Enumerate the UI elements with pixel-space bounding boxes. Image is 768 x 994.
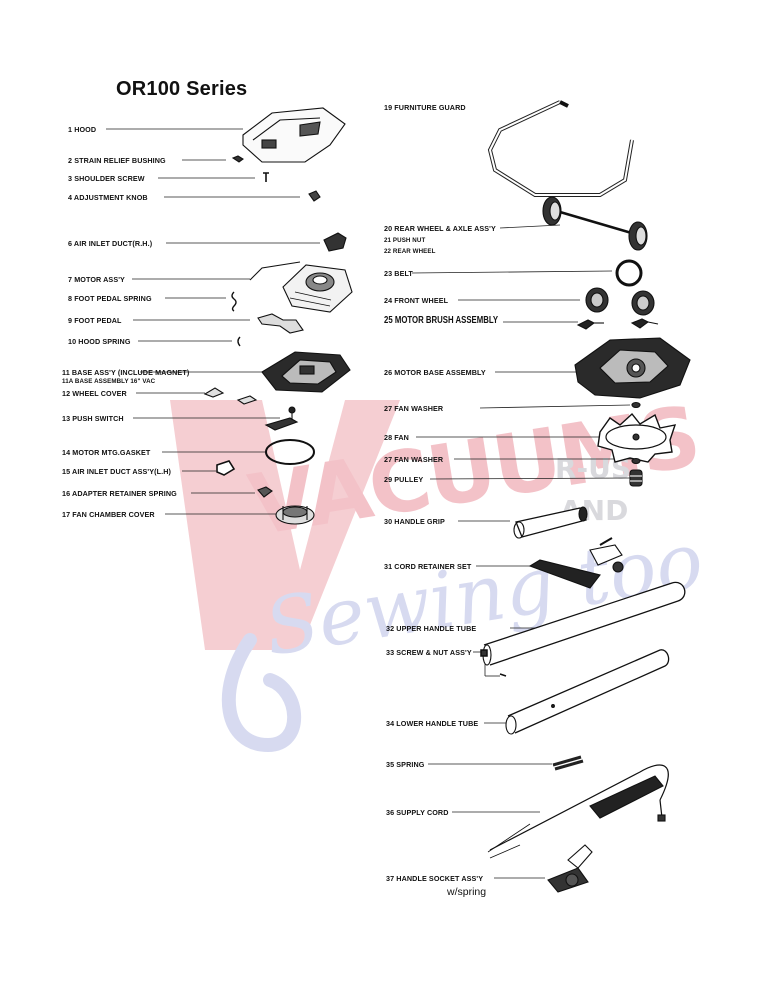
part-label: 15 AIR INLET DUCT ASS'Y(L.H) <box>62 467 171 476</box>
part-label: 29 PULLEY <box>384 475 424 484</box>
part-label: 16 ADAPTER RETAINER SPRING <box>62 489 177 498</box>
part-label: 30 HANDLE GRIP <box>384 517 445 526</box>
shoulder-screw-part <box>263 172 269 182</box>
hood-spring-part <box>237 336 241 347</box>
left-leaders <box>106 128 320 515</box>
fan-washer-part-2 <box>631 457 641 465</box>
part-label: 27 FAN WASHER <box>384 455 444 464</box>
part-label: 25 MOTOR BRUSH ASSEMBLY <box>384 315 499 326</box>
motor-base-part <box>574 337 691 399</box>
part-label: 22 REAR WHEEL <box>384 248 436 255</box>
part-label: 3 SHOULDER SCREW <box>68 174 145 183</box>
left-part-drawings <box>203 107 353 525</box>
part-label: 34 LOWER HANDLE TUBE <box>386 719 479 728</box>
part-label: 11A BASE ASSEMBLY 16" VAC <box>62 378 156 385</box>
supply-cord-part <box>487 764 669 859</box>
fan-washer-part <box>631 401 641 409</box>
adapter-retainer-spring-part <box>257 486 273 498</box>
part-label: 17 FAN CHAMBER COVER <box>62 510 155 519</box>
part-label: 36 SUPPLY CORD <box>386 808 449 817</box>
fan-chamber-cover-part <box>275 505 315 525</box>
rear-wheel-axle-part <box>542 196 648 251</box>
part-label: 14 MOTOR MTG.GASKET <box>62 448 151 457</box>
handle-socket-part <box>547 844 593 893</box>
right-part-drawings <box>480 100 691 893</box>
part-label: 9 FOOT PEDAL <box>68 316 122 325</box>
part-label: 7 MOTOR ASS'Y <box>68 275 125 284</box>
part-label: 23 BELT <box>384 269 413 278</box>
part-label: 28 FAN <box>384 433 409 442</box>
adjustment-knob-part <box>308 190 321 202</box>
right-leaders <box>411 224 632 879</box>
part-label: 35 SPRING <box>386 760 425 769</box>
part-label: 13 PUSH SWITCH <box>62 414 124 423</box>
fan-part <box>597 412 677 463</box>
air-inlet-duct-lh-part <box>216 460 236 476</box>
push-switch-part <box>264 406 299 431</box>
part-label: 33 SCREW & NUT ASS'Y <box>386 648 472 657</box>
base-assy-part <box>261 351 351 393</box>
diagram-title: OR100 Series <box>116 78 248 100</box>
part-label: 20 REAR WHEEL & AXLE ASS'Y <box>384 224 496 233</box>
part-label: 27 FAN WASHER <box>384 404 444 413</box>
part-label: 2 STRAIN RELIEF BUSHING <box>68 156 166 165</box>
screw-nut-part <box>480 649 507 677</box>
foot-pedal-spring-part <box>231 291 237 312</box>
front-wheel-part <box>585 287 655 316</box>
part-label: 8 FOOT PEDAL SPRING <box>68 294 152 303</box>
part-label: 32 UPPER HANDLE TUBE <box>386 624 477 633</box>
cord-retainer-part <box>528 537 624 589</box>
part-label: 37 HANDLE SOCKET ASS'Y <box>386 874 484 883</box>
foot-pedal-part <box>257 313 304 334</box>
part-label: 1 HOOD <box>68 125 97 134</box>
motor-brush-part <box>576 318 659 330</box>
furniture-guard-part <box>487 100 634 197</box>
air-inlet-duct-rh-part <box>323 232 347 252</box>
motor-assy-part <box>249 261 353 313</box>
watermark-swash <box>221 633 302 753</box>
footnote: w/spring <box>447 886 487 898</box>
lower-handle-tube-part <box>505 649 670 735</box>
wheel-cover-part <box>203 387 225 398</box>
wheel-cover-part-2 <box>236 395 258 405</box>
spring-part <box>552 755 584 771</box>
part-label: 4 ADJUSTMENT KNOB <box>68 193 148 202</box>
part-label: 26 MOTOR BASE ASSEMBLY <box>384 368 486 377</box>
belt-part <box>615 259 643 287</box>
handle-grip-part <box>513 506 588 539</box>
part-label: 24 FRONT WHEEL <box>384 296 449 305</box>
part-label: 10 HOOD SPRING <box>68 337 131 346</box>
pulley-part <box>629 469 643 487</box>
part-label: 21 PUSH NUT <box>384 237 426 244</box>
part-label: 6 AIR INLET DUCT(R.H.) <box>68 239 153 248</box>
part-label: 19 FURNITURE GUARD <box>384 103 466 112</box>
part-label: 12 WHEEL COVER <box>62 389 127 398</box>
hood-part <box>242 107 346 163</box>
part-label: 31 CORD RETAINER SET <box>384 562 472 571</box>
part-label: 11 BASE ASS'Y (INCLUDE MAGNET) <box>62 368 190 377</box>
motor-gasket-part <box>265 439 315 465</box>
strain-relief-bushing-part <box>231 155 244 163</box>
